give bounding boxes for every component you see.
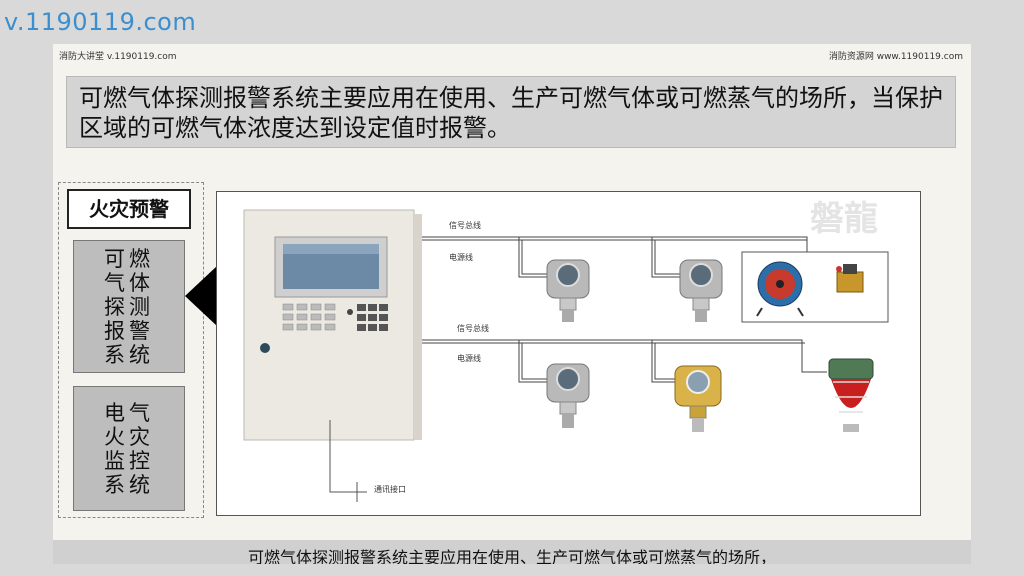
left-panel: 火灾预警 可燃气体探测报警系统 电气火灾监控系统 (58, 182, 204, 518)
electrical-fire-monitoring-label: 电气火灾监控系统 (94, 401, 164, 497)
title-box: 可燃气体探测报警系统主要应用在使用、生产可燃气体或可燃蒸气的场所，当保护区域的可… (66, 76, 956, 148)
gas-detection-system-label: 可燃气体探测报警系统 (94, 247, 164, 367)
header-right-tag: 消防资源网 www.1190119.com (829, 49, 963, 62)
gas-detector-icon (547, 260, 589, 322)
electrical-fire-monitoring-box[interactable]: 电气火灾监控系统 (73, 386, 185, 511)
power-line-1-label: 电源线 (449, 252, 473, 262)
power-line-2-label: 电源线 (457, 353, 481, 363)
gas-detector-icon (547, 364, 589, 428)
diagram-graphic: 磐龍 (217, 192, 922, 517)
explosion-proof-lamp-icon (829, 359, 873, 432)
control-panel-icon (244, 210, 422, 440)
slide: 消防大讲堂 v.1190119.com 消防资源网 www.1190119.co… (53, 44, 971, 564)
gas-detection-system-box[interactable]: 可燃气体探测报警系统 (73, 240, 185, 373)
gas-detector-icon (680, 260, 722, 322)
signal-bus-2-label: 信号总线 (457, 323, 489, 333)
system-diagram: 磐龍 (216, 191, 921, 516)
fire-warning-label: 火灾预警 (67, 189, 191, 229)
watermark-url: v.1190119.com (4, 8, 196, 36)
footer-caption: 可燃气体探测报警系统主要应用在使用、生产可燃气体或可燃蒸气的场所， (53, 544, 971, 564)
signal-bus-1-label: 信号总线 (449, 220, 481, 230)
pointer-arrow-icon (185, 266, 217, 326)
gas-detector-icon (675, 366, 721, 432)
slide-title: 可燃气体探测报警系统主要应用在使用、生产可燃气体或可燃蒸气的场所，当保护区域的可… (79, 83, 943, 143)
comm-port-label: 通讯接口 (374, 484, 406, 494)
header-left-tag: 消防大讲堂 v.1190119.com (59, 49, 177, 62)
diagram-logo: 磐龍 (810, 199, 878, 239)
